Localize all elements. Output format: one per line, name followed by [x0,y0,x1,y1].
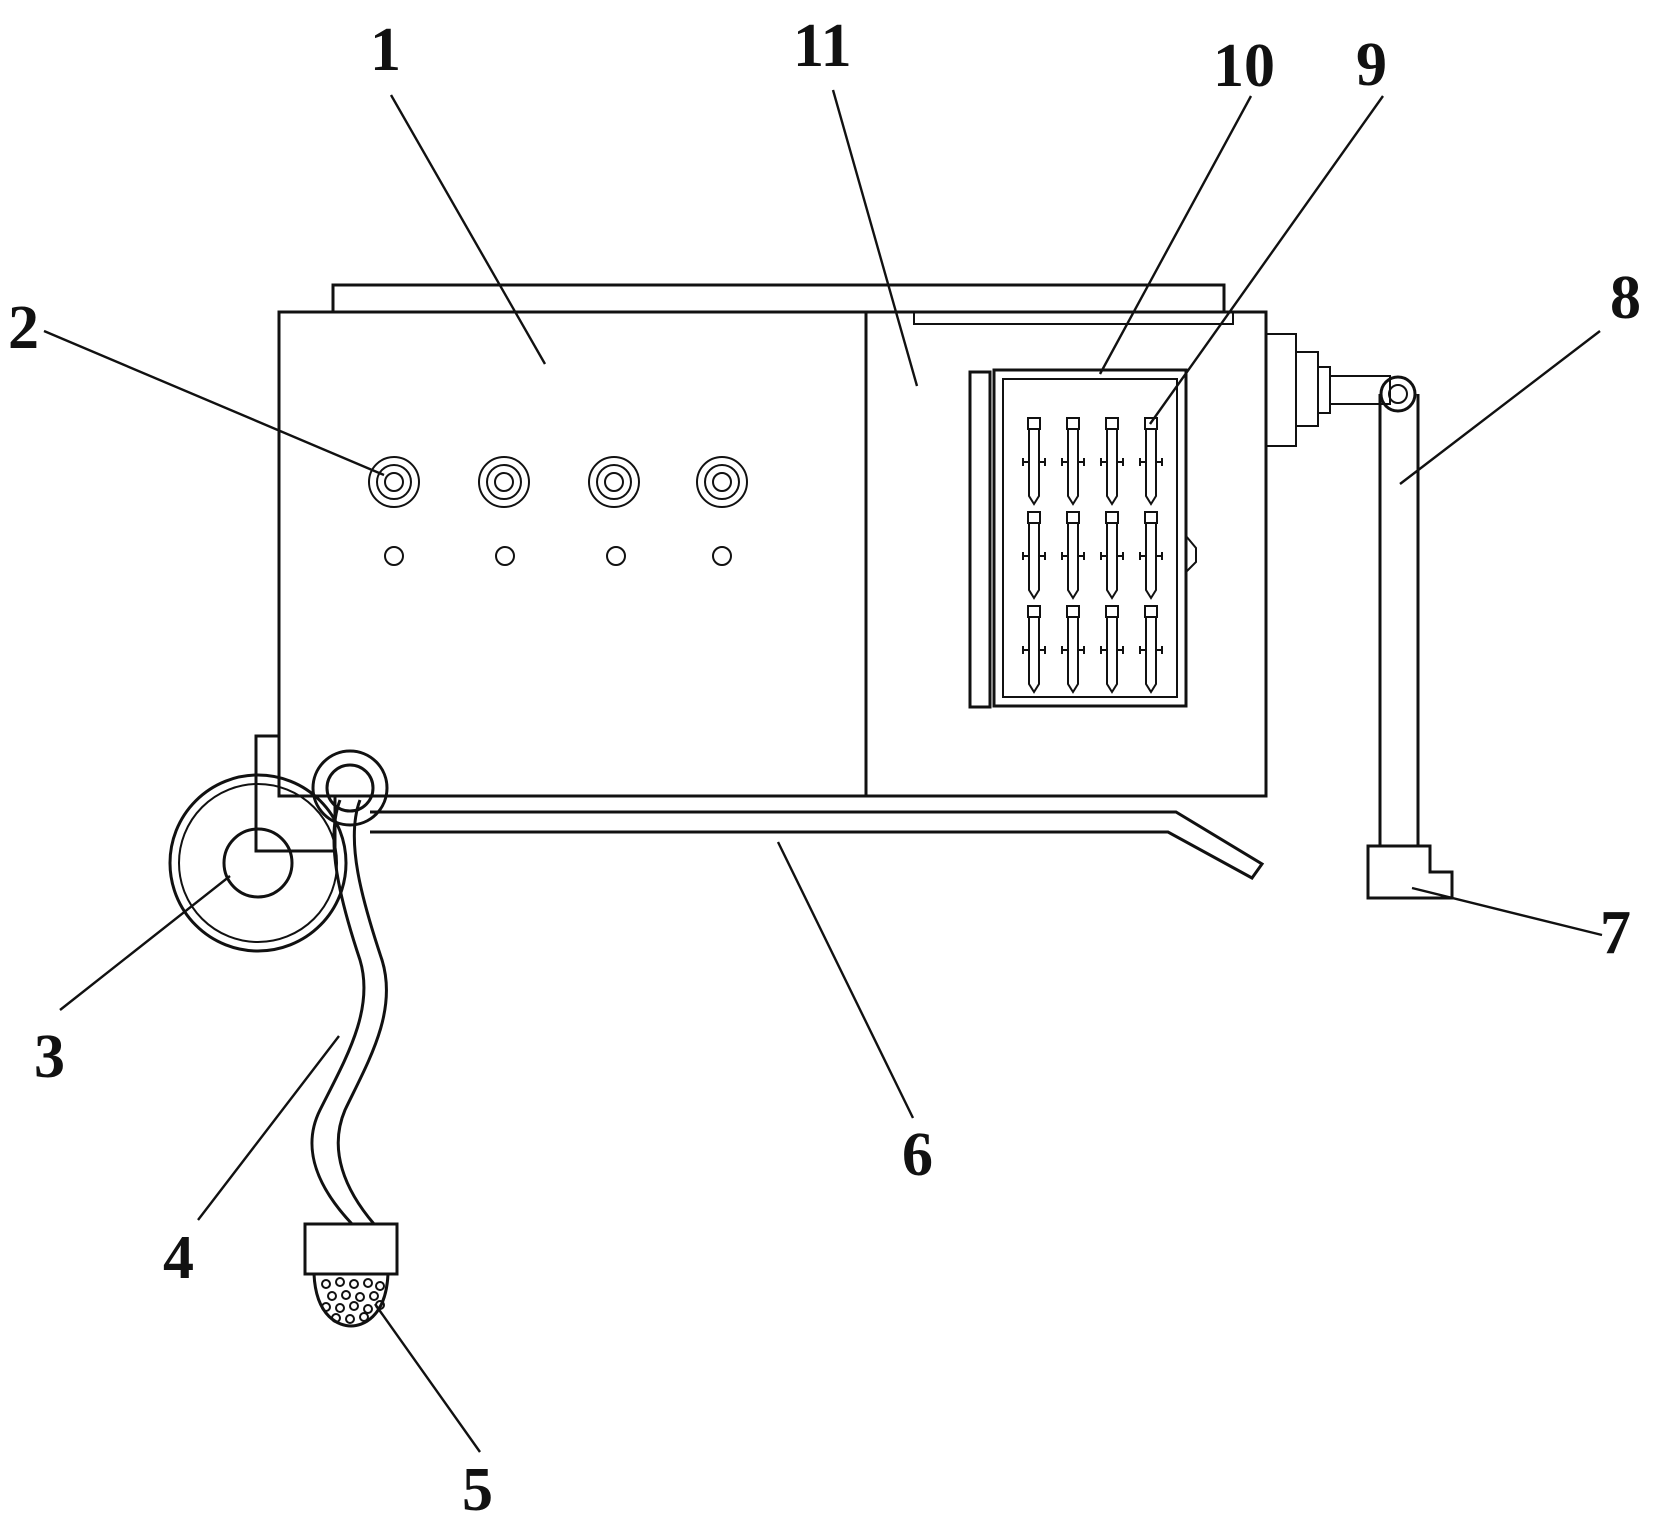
leader-5 [374,1303,481,1453]
indicator-light [495,546,515,566]
nozzle-hole [345,1314,355,1324]
control-knob [368,456,420,508]
label-3: 3 [34,1023,65,1091]
nozzle-hole [363,1278,373,1288]
nozzle-hole [331,1313,341,1323]
label-1: 1 [370,16,401,84]
leader-3 [59,875,231,1011]
nozzle-hole [355,1292,365,1302]
nozzle-hole [327,1291,337,1301]
tube-holder [1022,417,1046,506]
nozzle-hole [375,1281,385,1291]
leader-lines [43,89,1603,1453]
reference-numerals: 1 2 3 4 5 6 7 8 9 10 11 [8,12,1641,1516]
nozzle-hole [335,1277,345,1287]
leader-1 [389,94,547,365]
nozzle-hole [335,1303,345,1313]
leader-2 [43,329,385,477]
nozzle-hole [363,1304,373,1314]
tube-holder [1100,417,1124,506]
nozzle-hole [369,1291,379,1301]
indicator-light [606,546,626,566]
nozzle-head [303,1222,399,1328]
tube-holder [1139,605,1163,694]
control-knob [696,456,748,508]
hose [310,749,389,1226]
wheel-bracket [254,734,337,853]
label-11: 11 [793,12,852,80]
tube-rack-frame [992,368,1188,708]
leader-10 [1098,95,1253,375]
tube-holders [1022,417,1163,694]
nozzle-hole [321,1279,331,1289]
tube-holder [1100,511,1124,600]
leader-11 [831,89,919,387]
leader-7 [1411,886,1603,937]
label-9: 9 [1356,31,1387,99]
leader-6 [776,841,915,1119]
control-knob [588,456,640,508]
control-knob [478,456,530,508]
indicator-light [712,546,732,566]
tube-rack-inner [1002,378,1178,698]
leader-4 [197,1035,340,1221]
indicator-lights [384,546,732,566]
label-6: 6 [902,1121,933,1189]
nozzle-hole [341,1290,351,1300]
main-housing [277,310,1268,798]
label-2: 2 [8,294,39,362]
tube-holder [1100,605,1124,694]
tube-rack [968,368,1197,709]
rack-door-strip [968,370,992,709]
indicator-light [384,546,404,566]
nozzle-hole [349,1279,359,1289]
base-rail [370,810,1265,880]
compartment-lip [913,312,1234,325]
leader-8 [1399,330,1601,485]
tube-holder [1139,417,1163,506]
tube-holder [1061,511,1085,600]
leader-9 [1149,95,1384,425]
label-7: 7 [1600,899,1631,967]
nozzle-hole [321,1302,331,1312]
foot [1366,844,1454,900]
label-5: 5 [462,1456,493,1516]
label-4: 4 [163,1224,194,1292]
rack-side-latch [1185,535,1197,573]
tube-holder [1022,511,1046,600]
nozzle-hole [349,1301,359,1311]
label-10: 10 [1213,32,1275,100]
side-connector [1265,333,1391,447]
tube-holder [1061,605,1085,694]
nozzle-hole [359,1312,369,1322]
label-8: 8 [1610,264,1641,332]
control-knobs [368,456,748,508]
tube-holder [1061,417,1085,506]
top-lid [331,283,1226,312]
tube-holder [1022,605,1046,694]
tube-holder [1139,511,1163,600]
